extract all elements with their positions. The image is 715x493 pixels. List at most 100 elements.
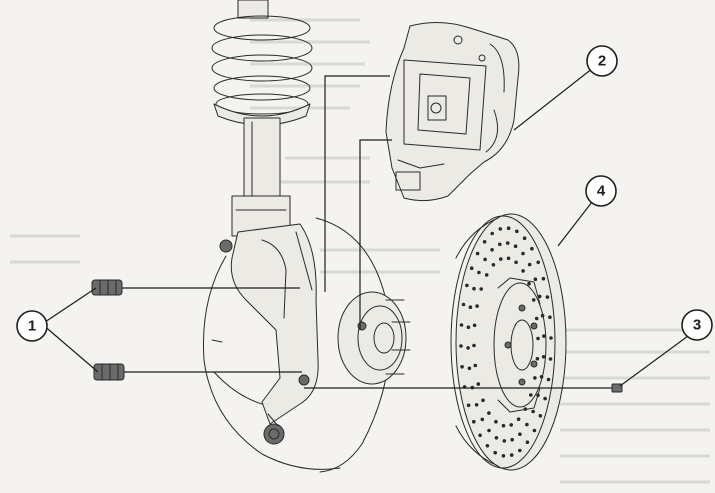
drill-hole — [493, 450, 498, 455]
disc-locating-screw — [304, 383, 623, 393]
drill-hole — [502, 439, 507, 443]
callout-3: 3 — [619, 309, 713, 387]
brake-disc-drill-holes — [459, 226, 553, 458]
brake-disc — [450, 213, 567, 471]
drill-hole — [535, 356, 540, 361]
drill-hole — [477, 270, 481, 275]
drill-hole — [494, 419, 498, 424]
drill-hole — [461, 302, 466, 307]
drill-hole — [481, 398, 485, 403]
drill-hole — [549, 336, 553, 340]
drill-hole — [472, 343, 476, 348]
drill-hole — [506, 226, 511, 230]
drill-hole — [543, 396, 547, 401]
drill-hole — [490, 248, 494, 252]
drill-hole — [545, 295, 550, 299]
drill-hole — [469, 266, 474, 271]
drill-hole — [465, 283, 469, 288]
drill-hole — [472, 286, 476, 291]
drill-hole — [466, 403, 471, 408]
drill-hole — [538, 414, 543, 418]
callout-4-label: 4 — [597, 183, 606, 200]
callout-2: 2 — [513, 45, 618, 131]
drill-hole — [460, 365, 464, 369]
drill-hole — [501, 423, 506, 428]
drill-hole — [533, 277, 538, 282]
drill-hole — [513, 244, 518, 248]
drill-hole — [468, 305, 473, 310]
drill-hole — [527, 281, 531, 286]
drill-hole — [476, 382, 481, 386]
drill-hole — [522, 236, 527, 240]
drill-hole — [541, 276, 546, 281]
drill-hole — [472, 419, 476, 424]
coil-spring-strut — [211, 0, 313, 253]
drill-hole — [506, 256, 511, 261]
drill-hole — [540, 313, 545, 318]
drill-hole — [530, 246, 534, 251]
drill-hole — [529, 393, 533, 397]
callout-1-label: 1 — [28, 318, 36, 335]
drill-hole — [509, 453, 514, 457]
drill-hole — [480, 417, 485, 422]
drill-hole — [525, 440, 530, 445]
drill-hole — [525, 422, 529, 427]
drill-hole — [527, 262, 532, 267]
drill-hole — [518, 448, 522, 453]
drill-hole — [466, 346, 470, 350]
callout-4-circle — [585, 175, 617, 207]
drill-hole — [515, 229, 519, 234]
callout-4: 4 — [557, 175, 617, 247]
assembly-lines — [324, 75, 392, 330]
drill-hole — [548, 315, 552, 320]
drill-hole — [518, 432, 522, 437]
drill-hole — [536, 260, 540, 265]
drill-hole — [474, 403, 479, 407]
brake-caliper — [385, 22, 520, 202]
drill-hole — [498, 227, 503, 231]
drill-hole — [501, 454, 506, 458]
drill-hole — [483, 257, 487, 262]
drill-hole — [531, 298, 536, 302]
drill-hole — [491, 263, 496, 267]
callout-3-label: 3 — [693, 317, 701, 334]
drill-hole — [498, 242, 502, 247]
drill-hole — [485, 444, 490, 448]
drill-hole — [473, 363, 478, 368]
drill-hole — [532, 428, 537, 433]
drill-hole — [505, 241, 510, 245]
drill-hole — [478, 433, 482, 438]
callout-3-circle — [681, 309, 713, 341]
steering-knuckle — [230, 223, 319, 445]
drill-hole — [546, 377, 551, 382]
drill-hole — [472, 323, 477, 328]
drill-hole — [514, 260, 518, 265]
drill-hole — [533, 376, 537, 380]
drill-hole — [537, 294, 542, 299]
drill-hole — [523, 407, 528, 411]
drill-hole — [499, 257, 503, 261]
drill-hole — [542, 334, 546, 338]
drill-hole — [475, 304, 479, 308]
callout-1-circle — [16, 310, 48, 342]
drill-hole — [482, 240, 487, 244]
drill-hole — [490, 231, 495, 236]
drill-hole — [509, 423, 513, 427]
drill-hole — [484, 273, 489, 277]
drill-hole — [487, 411, 491, 415]
drill-hole — [475, 251, 480, 256]
drill-hole — [487, 428, 491, 433]
callout-2-label: 2 — [598, 53, 606, 70]
drill-hole — [516, 417, 521, 422]
drill-hole — [539, 375, 544, 379]
drill-hole — [531, 409, 535, 414]
drill-hole — [467, 366, 472, 371]
drill-hole — [459, 344, 463, 348]
drill-hole — [459, 323, 464, 327]
callout-2-circle — [586, 45, 618, 77]
drill-hole — [534, 316, 539, 321]
drill-hole — [521, 251, 525, 256]
drill-hole — [466, 325, 471, 330]
